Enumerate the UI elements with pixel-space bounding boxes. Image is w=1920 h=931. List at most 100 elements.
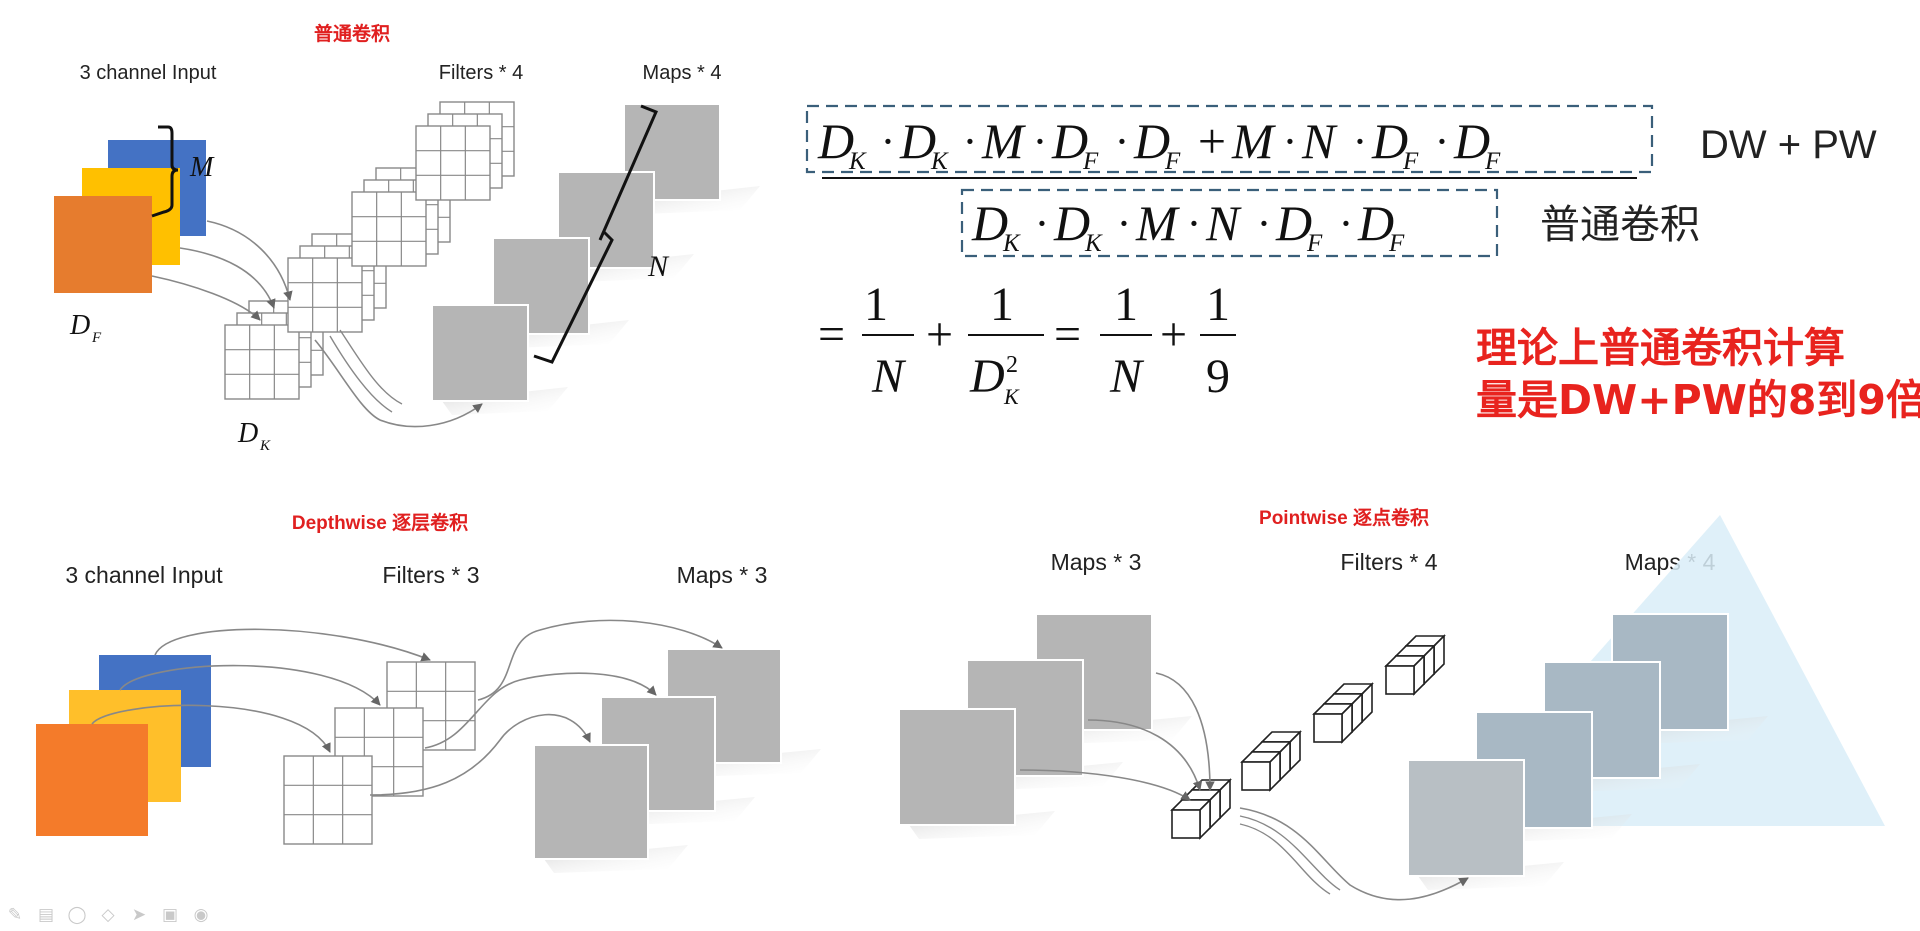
record-icon[interactable]: ◉ [193,905,209,925]
pointwise-filters-label: Filters * 4 [1340,549,1437,575]
dw-input-orange [36,724,148,836]
input-channel-orange [54,196,152,293]
std-arrow-6 [339,329,403,405]
pw-arrow-in-2 [1087,719,1203,791]
pw-input-maps [898,613,1192,839]
df-sub: F [91,330,102,346]
num-term-10: M [1231,113,1276,169]
dw-filter-grids [283,661,476,845]
res-den-2-sub: K [1003,384,1020,409]
std-filter-4-layer-1 [415,125,491,201]
pw-arrow-in-3 [1019,769,1191,801]
num-plus-9: + [1198,113,1226,169]
num-term-12: N [1301,113,1338,169]
pw-filter-cube-3 [1240,730,1302,792]
num-dot-13: · [1353,117,1368,166]
num-term-2-sub: K [930,148,949,175]
pointwise-diagram: Pointwise 逐点卷积 Maps * 3 Filters * 4 Maps… [898,506,1885,901]
den-dot-7: · [1257,199,1272,248]
num-term-6-sub: F [1082,148,1099,175]
n-label: N [647,250,670,283]
res-num-3: 1 [1114,278,1138,331]
res-plus-2: + [1160,308,1187,361]
dw-arrow-out-2 [424,672,657,749]
res-eq-1: = [818,308,845,361]
m-label: M [189,152,215,183]
den-term-2-sub: K [1084,230,1103,257]
pw-arrow-out-1 [1239,807,1469,901]
num-term-4: M [981,113,1026,169]
conclusion-line-2: 量是DW+PW的8到9倍 [1476,376,1920,424]
dw-arrow-out-3 [369,713,591,796]
df-label: D [69,310,90,341]
formula-block: DK·DK·M·DF·DF+M·N·DF·DF DW + PW DK·DK·M·… [805,104,1920,424]
pw-input-map-3 [898,708,1055,839]
std-filter-2-layer-1 [287,257,363,333]
res-den-1: N [871,350,907,403]
num-term-2: D [899,113,936,169]
dw-filter-grid-3 [283,755,373,845]
num-dot-5: · [1033,117,1048,166]
numerator-box [805,104,1654,174]
den-term-10-sub: F [1388,230,1405,257]
den-dot-1: · [1035,199,1050,248]
num-dot-7: · [1115,117,1130,166]
numerator-expression: DK·DK·M·DF·DF+M·N·DF·DF [817,113,1501,175]
res-num-1: 1 [864,278,888,331]
std-arrow-1 [206,220,293,301]
depthwise-maps-label: Maps * 3 [677,562,768,588]
standard-conv-title: 普通卷积 [314,22,390,45]
standard-maps-label: Maps * 4 [643,62,722,84]
dk-sub: K [259,438,271,454]
res-den-3: N [1109,350,1145,403]
num-term-0: D [817,113,854,169]
den-term-8-sub: F [1306,230,1323,257]
depthwise-filters-label: Filters * 3 [382,562,479,588]
pointwise-title: Pointwise 逐点卷积 [1259,506,1429,529]
std-filter-3-layer-1 [351,191,427,267]
standard-input-label: 3 channel Input [80,62,217,84]
depthwise-input-label: 3 channel Input [65,562,223,588]
std-arrow-2 [179,247,276,309]
standard-conv-diagram: 普通卷积 3 channel Input Filters * 4 Maps * … [54,22,760,454]
num-dot-15: · [1435,117,1450,166]
eraser-icon[interactable]: ◇ [101,905,115,925]
dk-label: D [237,418,258,449]
pw-arrow-in-1 [1155,672,1215,791]
conclusion-line-1: 理论上普通卷积计算 [1476,324,1845,372]
den-term-10: D [1357,195,1394,251]
num-term-14: D [1371,113,1408,169]
pen-icon[interactable]: ✎ [7,905,23,925]
pw-filter-cube-4 [1170,778,1232,840]
den-term-4: M [1135,195,1180,251]
res-den-2: D [969,350,1005,403]
camera-icon[interactable]: ▣ [161,905,179,925]
dw-arrow-in-1 [154,628,431,662]
pointer-icon[interactable]: ➤ [131,905,147,925]
denominator-box [960,188,1499,258]
lasso-icon[interactable]: ◯ [67,905,87,925]
den-term-2: D [1053,195,1090,251]
num-dot-11: · [1283,117,1298,166]
denominator-expression: DK·DK·M·N·DF·DF [971,195,1405,257]
res-num-2: 1 [990,278,1014,331]
res-eq-2: = [1054,308,1081,361]
den-term-6: N [1205,195,1242,251]
num-term-16-sub: F [1484,148,1501,175]
num-term-6: D [1051,113,1088,169]
den-term-0-sub: K [1002,230,1021,257]
num-term-8: D [1133,113,1170,169]
numerator-tag: DW + PW [1700,123,1877,167]
den-term-0: D [971,195,1008,251]
den-term-8: D [1275,195,1312,251]
den-dot-9: · [1339,199,1354,248]
num-term-16: D [1453,113,1490,169]
standard-filters-label: Filters * 4 [439,62,523,84]
num-term-0-sub: K [848,148,867,175]
screen-icon[interactable]: ▤ [37,905,55,925]
res-plus-1: + [926,308,953,361]
pw-filter-cube-1 [1384,634,1446,696]
annotation-toolbar: ✎ ▤ ◯ ◇ ➤ ▣ ◉ [4,904,212,926]
